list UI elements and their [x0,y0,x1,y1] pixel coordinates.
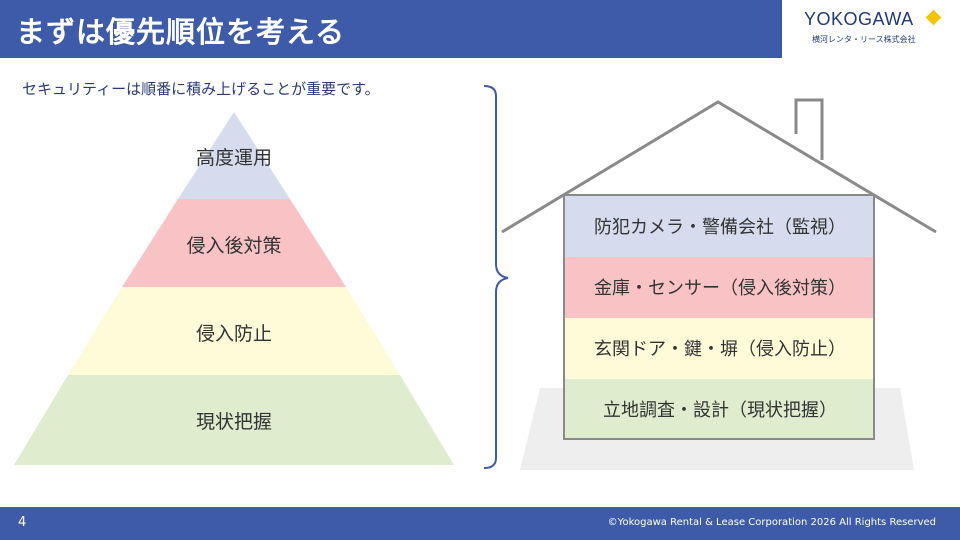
pyramid-level-3 [68,287,400,375]
slide-subtitle: セキュリティーは順番に積み上げることが重要です。 [22,80,380,98]
house-band-intrusion-prevention: 玄関ドア・鍵・塀（侵入防止） [565,318,873,379]
pyramid-label-current-state: 現状把握 [195,411,272,433]
slide-header: まずは優先順位を考える YOKOGAWA 横河レンタ・リース株式会社 [0,0,960,58]
pyramid-label-advanced-ops: 高度運用 [195,147,272,169]
page-number: 4 [18,515,27,530]
curly-brace [483,85,509,469]
house-label-intrusion-prevention: 玄関ドア・鍵・塀（侵入防止） [594,339,846,360]
pyramid-level-2 [122,199,346,287]
house-band-current-state: 立地調査・設計（現状把握） [565,379,873,438]
slide-footer: 4 ©Yokogawa Rental & Lease Corporation 2… [0,507,960,540]
slide-title: まずは優先順位を考える [16,15,346,49]
house-label-monitoring: 防犯カメラ・警備会社（監視） [594,217,846,238]
house-label-current-state: 立地調査・設計（現状把握） [603,400,837,421]
pyramid-level-1 [178,112,290,199]
house-chimney [794,98,824,160]
copyright-notice: ©Yokogawa Rental & Lease Corporation 202… [607,517,936,528]
house-band-monitoring: 防犯カメラ・警備会社（監視） [565,196,873,257]
house-body: 防犯カメラ・警備会社（監視） 金庫・センサー（侵入後対策） 玄関ドア・鍵・塀（侵… [563,194,875,440]
logo-wordmark: YOKOGAWA [804,9,914,29]
company-logo: YOKOGAWA 横河レンタ・リース株式会社 [782,0,960,58]
house-band-post-intrusion: 金庫・センサー（侵入後対策） [565,257,873,318]
house-roof [501,100,937,234]
house-label-post-intrusion: 金庫・センサー（侵入後対策） [594,278,846,299]
logo-company-name: 横河レンタ・リース株式会社 [812,35,916,44]
pyramid-level-4 [14,375,454,465]
pyramid-label-intrusion-prevention: 侵入防止 [195,323,272,345]
pyramid-label-post-intrusion: 侵入後対策 [186,235,282,257]
